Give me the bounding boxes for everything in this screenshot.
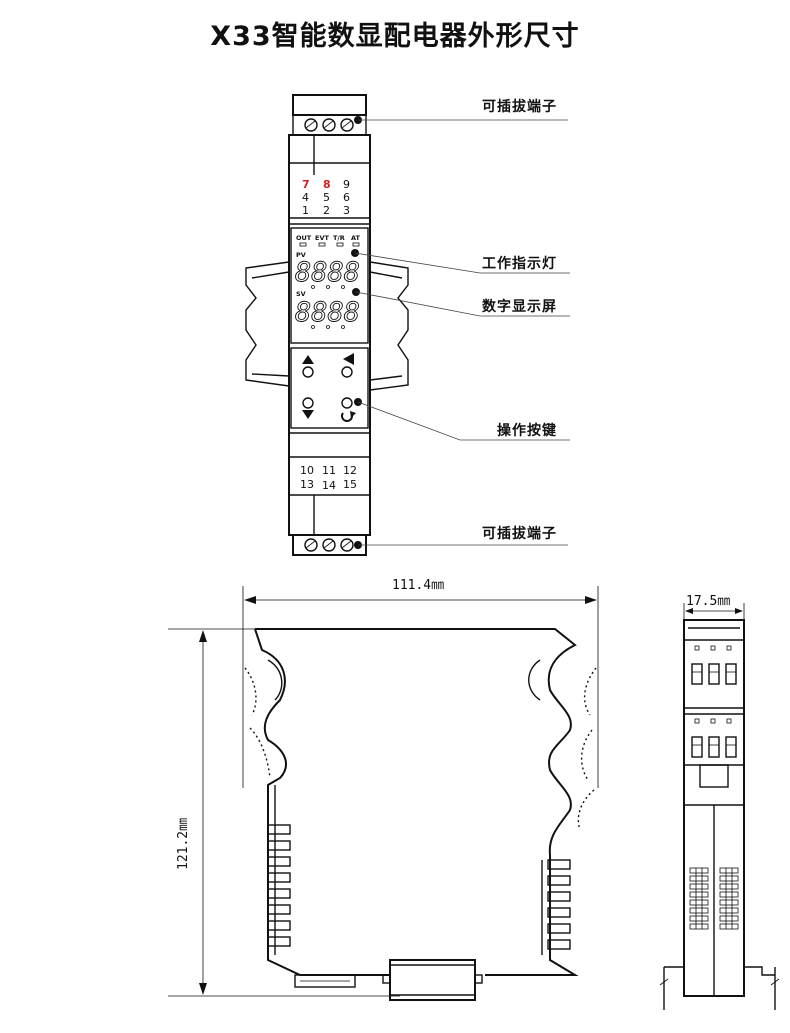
- vent-grid-right: [719, 867, 739, 930]
- led-indicator: [299, 242, 307, 247]
- terminal-number: 7: [302, 178, 310, 191]
- sv-display: 8888: [295, 297, 360, 328]
- terminal-number: 3: [343, 204, 350, 217]
- down-button[interactable]: [302, 397, 314, 409]
- down-arrow-icon: [302, 410, 314, 419]
- callouts: 可插拔端子 工作指示灯 数字显示屏 操作按键 可插拔端子: [351, 98, 570, 549]
- callout-work-indicator: 工作指示灯: [482, 255, 557, 272]
- up-button[interactable]: [302, 366, 314, 378]
- vent-slots-left: [267, 824, 291, 947]
- terminal-number: 1: [302, 204, 309, 217]
- vent-slots-right: [547, 859, 571, 950]
- led-indicator: [336, 242, 344, 247]
- terminal-number: 2: [323, 204, 330, 217]
- dimension-width: 111.4㎜: [392, 578, 444, 593]
- callout-plug-terminal-top: 可插拔端子: [482, 98, 557, 115]
- left-arrow-icon: [343, 353, 354, 365]
- callout-digital-display: 数字显示屏: [482, 298, 557, 315]
- front-view: 7 8 9 4 5 6 1 2 3 OUT EVT T/R AT PV 8888…: [245, 94, 409, 556]
- vent-grid-left: [689, 867, 709, 930]
- indicator-label: AT: [351, 234, 361, 242]
- indicator-label: OUT: [296, 234, 312, 242]
- callout-plug-terminal-bottom: 可插拔端子: [482, 525, 557, 542]
- display-row-label: PV: [296, 251, 306, 259]
- din-clip: [389, 959, 476, 1001]
- side-view: 111.4㎜ 121.2㎜: [168, 578, 599, 1001]
- indicator-label: T/R: [333, 234, 345, 242]
- terminal-number: 12: [343, 464, 357, 477]
- terminal-number: 8: [323, 178, 331, 191]
- terminal-number: 10: [300, 464, 314, 477]
- terminal-number: 15: [343, 478, 357, 491]
- terminal-number: 4: [302, 191, 309, 204]
- led-indicator: [352, 242, 360, 247]
- page-title: X33智能数显配电器外形尺寸: [210, 21, 580, 52]
- led-indicator: [318, 242, 326, 247]
- terminal-number: 6: [343, 191, 350, 204]
- end-view: 17.5㎜: [659, 594, 780, 1010]
- enter-icon: [341, 412, 353, 422]
- enter-button[interactable]: [341, 397, 353, 409]
- dimension-depth: 17.5㎜: [686, 594, 730, 609]
- display-row-label: SV: [296, 290, 306, 298]
- up-arrow-icon: [302, 355, 314, 364]
- terminal-number: 11: [322, 464, 336, 477]
- terminal-number: 5: [323, 191, 330, 204]
- terminal-number: 9: [343, 178, 350, 191]
- shift-button[interactable]: [341, 366, 353, 378]
- pv-display: 8888: [295, 257, 360, 288]
- dimension-height: 121.2㎜: [176, 818, 191, 870]
- terminal-number: 13: [300, 478, 314, 491]
- terminal-number: 14: [322, 479, 336, 492]
- callout-operation-keys: 操作按键: [497, 422, 557, 439]
- indicator-label: EVT: [315, 234, 329, 242]
